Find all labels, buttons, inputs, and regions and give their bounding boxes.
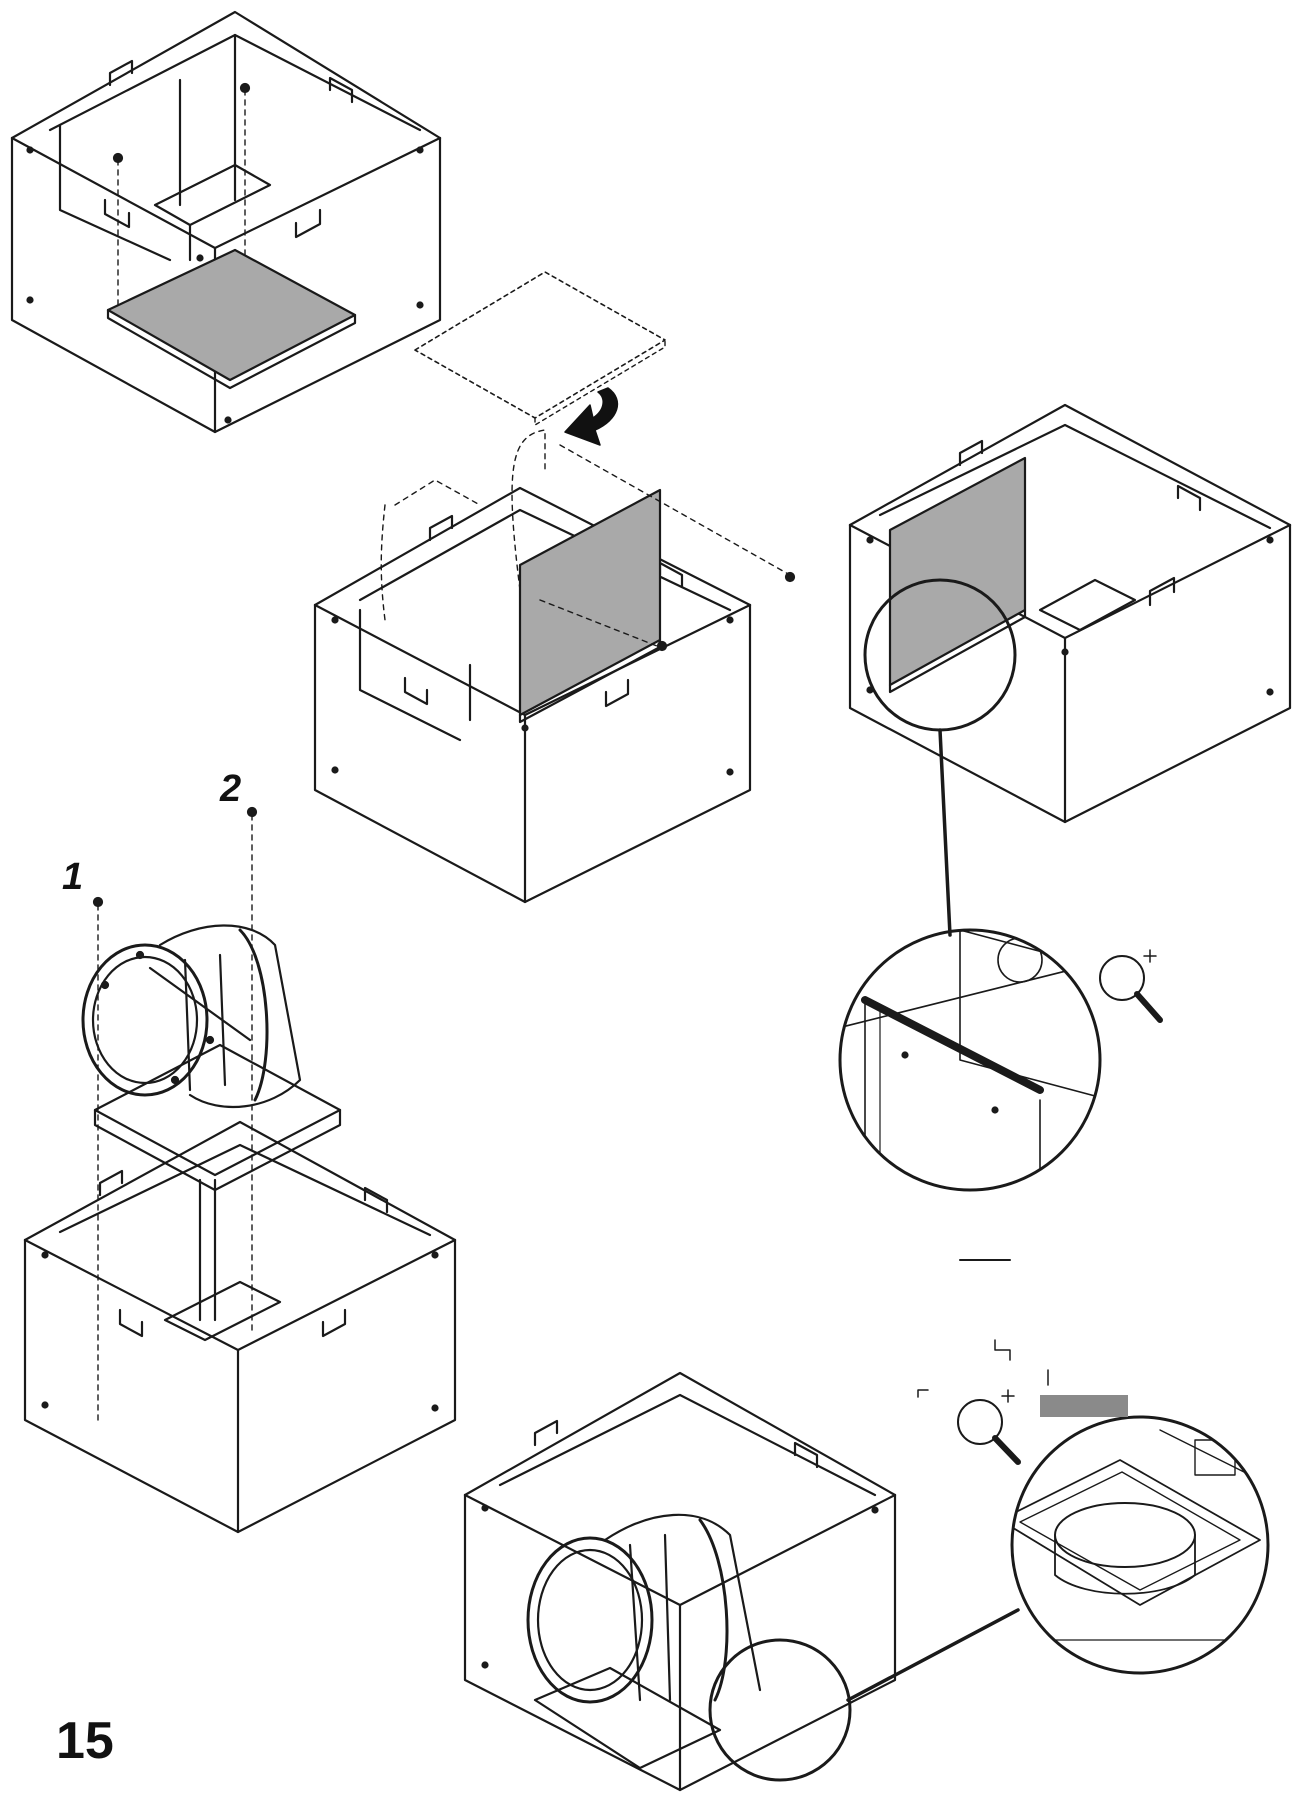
box-step-e	[463, 1371, 1020, 1792]
magnifier-plus-icon	[1099, 949, 1163, 1023]
zoom-detail-2	[1010, 1415, 1270, 1675]
loose-panel	[414, 271, 666, 426]
box-step-b	[313, 429, 796, 904]
box-step-d	[23, 806, 457, 1534]
callout-screw-1: 1	[62, 856, 84, 898]
arrow-down-icon	[564, 387, 619, 446]
magnifier-plus-icon	[957, 1389, 1021, 1465]
zoom-detail-1	[838, 928, 1102, 1261]
fragment-marks	[917, 1339, 1128, 1417]
page-number: 15	[56, 1712, 114, 1770]
callout-screw-2: 2	[220, 768, 242, 810]
box-step-c	[848, 403, 1292, 937]
box-step-a	[10, 10, 442, 434]
